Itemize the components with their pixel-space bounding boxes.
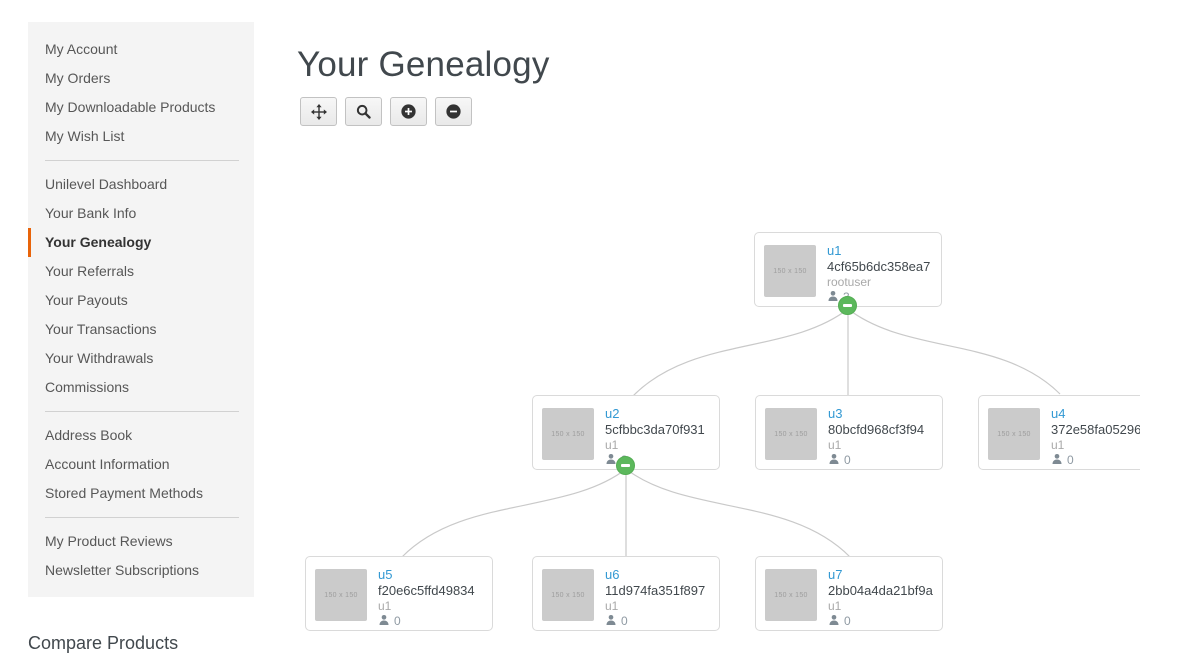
sidebar-item-your-genealogy[interactable]: Your Genealogy	[28, 228, 254, 257]
pan-button[interactable]	[300, 97, 337, 126]
sidebar-item-your-bank-info[interactable]: Your Bank Info	[45, 205, 137, 221]
member-info: u5 f20e6c5ffd49834 u1 0	[378, 566, 475, 628]
sidebar-item-account-information[interactable]: Account Information	[45, 456, 170, 472]
sidebar-divider	[45, 517, 239, 518]
sidebar-item-your-referrals[interactable]: Your Referrals	[45, 263, 134, 279]
member-link[interactable]: u2	[605, 406, 620, 421]
tree-connector-lines	[401, 308, 1061, 558]
downline-count: 0	[828, 614, 933, 629]
member-sponsor: u1	[828, 599, 842, 613]
sidebar-item-address-book[interactable]: Address Book	[45, 427, 133, 443]
member-info: u7 2bb04a4da21bf9a u1 0	[828, 566, 933, 628]
minus-icon	[621, 464, 630, 467]
member-link[interactable]: u3	[828, 406, 843, 421]
collapse-toggle-u2[interactable]	[616, 456, 635, 475]
sidebar-item-my-orders[interactable]: My Orders	[45, 70, 111, 86]
plus-circle-icon	[401, 104, 416, 119]
member-sponsor: u1	[1051, 438, 1065, 452]
member-photo-placeholder: 150 x 150	[542, 569, 594, 621]
person-icon	[827, 290, 839, 305]
member-sponsor: u1	[828, 438, 842, 452]
sidebar-item-your-withdrawals[interactable]: Your Withdrawals	[45, 350, 154, 366]
downline-count: 0	[605, 614, 705, 629]
minus-icon	[843, 304, 852, 307]
genealogy-node-u1: 150 x 150 u1 4cf65b6dc358ea7 rootuser 3	[754, 232, 942, 307]
genealogy-node-u4: 150 x 150 u4 372e58fa052962c u1 0	[978, 395, 1140, 470]
member-link[interactable]: u5	[378, 567, 393, 582]
member-hash: 2bb04a4da21bf9a	[828, 583, 933, 598]
downline-count: 0	[1051, 453, 1140, 468]
member-photo-placeholder: 150 x 150	[765, 569, 817, 621]
member-link[interactable]: u6	[605, 567, 620, 582]
member-photo-placeholder: 150 x 150	[765, 408, 817, 460]
member-sponsor: u1	[378, 599, 392, 613]
person-icon	[605, 614, 617, 629]
genealogy-node-u7: 150 x 150 u7 2bb04a4da21bf9a u1 0	[755, 556, 943, 631]
member-photo-placeholder: 150 x 150	[542, 408, 594, 460]
person-icon	[605, 453, 617, 468]
genealogy-node-u6: 150 x 150 u6 11d974fa351f897 u1 0	[532, 556, 720, 631]
sidebar-item-commissions[interactable]: Commissions	[45, 379, 130, 395]
collapse-toggle-u1[interactable]	[838, 296, 857, 315]
genealogy-node-u5: 150 x 150 u5 f20e6c5ffd49834 u1 0	[305, 556, 493, 631]
member-sponsor: u1	[605, 599, 619, 613]
sidebar-divider	[45, 160, 239, 161]
zoom-in-button[interactable]	[390, 97, 427, 126]
member-hash: 372e58fa052962c	[1051, 422, 1140, 437]
sidebar-item-unilevel-dashboard[interactable]: Unilevel Dashboard	[45, 176, 168, 192]
account-sidebar: My Account My Orders My Downloadable Pro…	[28, 22, 254, 597]
zoom-out-button[interactable]	[435, 97, 472, 126]
page-title: Your Genealogy	[297, 45, 550, 85]
person-icon	[828, 453, 840, 468]
compare-products-heading: Compare Products	[28, 633, 179, 653]
member-hash: 5cfbbc3da70f931	[605, 422, 705, 437]
genealogy-toolbar	[300, 97, 472, 126]
sidebar-divider	[45, 411, 239, 412]
search-icon	[356, 104, 371, 119]
member-sponsor: u1	[605, 438, 619, 452]
sidebar-item-my-product-reviews[interactable]: My Product Reviews	[45, 533, 173, 549]
member-hash: 4cf65b6dc358ea7	[827, 259, 931, 274]
member-sponsor: rootuser	[827, 275, 872, 289]
member-info: u6 11d974fa351f897 u1 0	[605, 566, 706, 628]
genealogy-node-u3: 150 x 150 u3 80bcfd968cf3f94 u1 0	[755, 395, 943, 470]
sidebar-item-your-transactions[interactable]: Your Transactions	[45, 321, 157, 337]
member-info: u4 372e58fa052962c u1 0	[1051, 405, 1140, 467]
member-hash: 11d974fa351f897	[605, 583, 706, 598]
downline-count-value: 0	[844, 453, 851, 467]
downline-count: 0	[828, 453, 924, 468]
member-hash: 80bcfd968cf3f94	[828, 422, 925, 437]
sidebar-item-newsletter-subscriptions[interactable]: Newsletter Subscriptions	[45, 562, 200, 578]
member-photo-placeholder: 150 x 150	[988, 408, 1040, 460]
member-photo-placeholder: 150 x 150	[315, 569, 367, 621]
downline-count: 0	[378, 614, 475, 629]
minus-circle-icon	[446, 104, 461, 119]
sidebar-item-my-wish-list[interactable]: My Wish List	[45, 128, 125, 144]
sidebar-item-stored-payment-methods[interactable]: Stored Payment Methods	[45, 485, 203, 501]
person-icon	[1051, 453, 1063, 468]
member-link[interactable]: u1	[827, 243, 842, 258]
downline-count-value: 0	[394, 614, 401, 628]
zoom-search-button[interactable]	[345, 97, 382, 126]
member-info: u1 4cf65b6dc358ea7 rootuser 3	[827, 242, 931, 304]
sidebar-item-my-downloadable-products[interactable]: My Downloadable Products	[45, 99, 216, 115]
move-icon	[310, 103, 327, 120]
person-icon	[378, 614, 390, 629]
downline-count-value: 0	[1067, 453, 1074, 467]
sidebar-item-your-payouts[interactable]: Your Payouts	[45, 292, 128, 308]
member-link[interactable]: u7	[828, 567, 843, 582]
downline-count-value: 0	[844, 614, 851, 628]
member-photo-placeholder: 150 x 150	[764, 245, 816, 297]
member-info: u2 5cfbbc3da70f931 u1 3	[605, 405, 705, 467]
member-hash: f20e6c5ffd49834	[378, 583, 475, 598]
genealogy-tree-canvas[interactable]: 150 x 150 u1 4cf65b6dc358ea7 rootuser 3 …	[280, 140, 1140, 659]
sidebar-item-my-account[interactable]: My Account	[45, 41, 118, 57]
member-info: u3 80bcfd968cf3f94 u1 0	[828, 405, 925, 467]
downline-count-value: 0	[621, 614, 628, 628]
member-link[interactable]: u4	[1051, 406, 1066, 421]
person-icon	[828, 614, 840, 629]
